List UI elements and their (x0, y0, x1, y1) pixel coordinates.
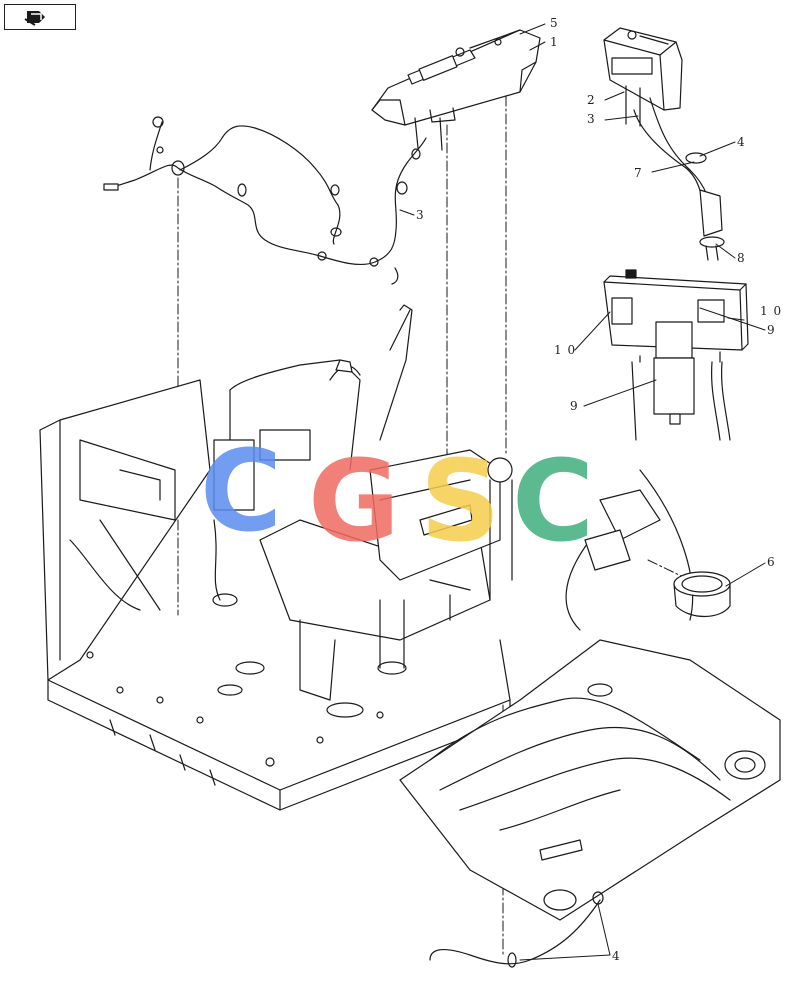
callout-leaders (399, 23, 766, 961)
callout-3-harness: 3 (416, 208, 425, 222)
callout-9-left: 9 (570, 399, 579, 413)
callout-10-right: 1 0 (760, 304, 783, 318)
control-console (371, 29, 541, 151)
callout-4-top: 4 (737, 135, 746, 149)
callout-10-left: 1 0 (554, 343, 577, 357)
callout-4-bottom: 4 (612, 949, 621, 963)
watermark: C G S C (200, 427, 594, 567)
seat-mechanism (212, 304, 513, 701)
watermark-letter-s: S (420, 437, 501, 567)
callout-7: 7 (634, 166, 643, 180)
callout-5: 5 (550, 16, 559, 30)
callout-6: 6 (767, 555, 776, 569)
watermark-letter-c1: C (200, 427, 282, 557)
underside-harness-view (399, 639, 781, 968)
ring-detail (565, 469, 731, 631)
bookmark-arrow-icon (24, 11, 45, 26)
console-module-detail (603, 27, 725, 261)
wire-harness-3 (103, 116, 427, 285)
callout-1: 1 (550, 35, 559, 49)
callout-9-right: 9 (767, 323, 776, 337)
watermark-letter-g: G (308, 437, 400, 567)
watermark-letter-c2: C (512, 437, 594, 567)
module-rear-view (603, 269, 749, 441)
callout-8: 8 (737, 251, 746, 265)
callout-2: 2 (587, 93, 596, 107)
callout-3-top: 3 (587, 112, 596, 126)
navigation-button[interactable] (4, 4, 76, 30)
